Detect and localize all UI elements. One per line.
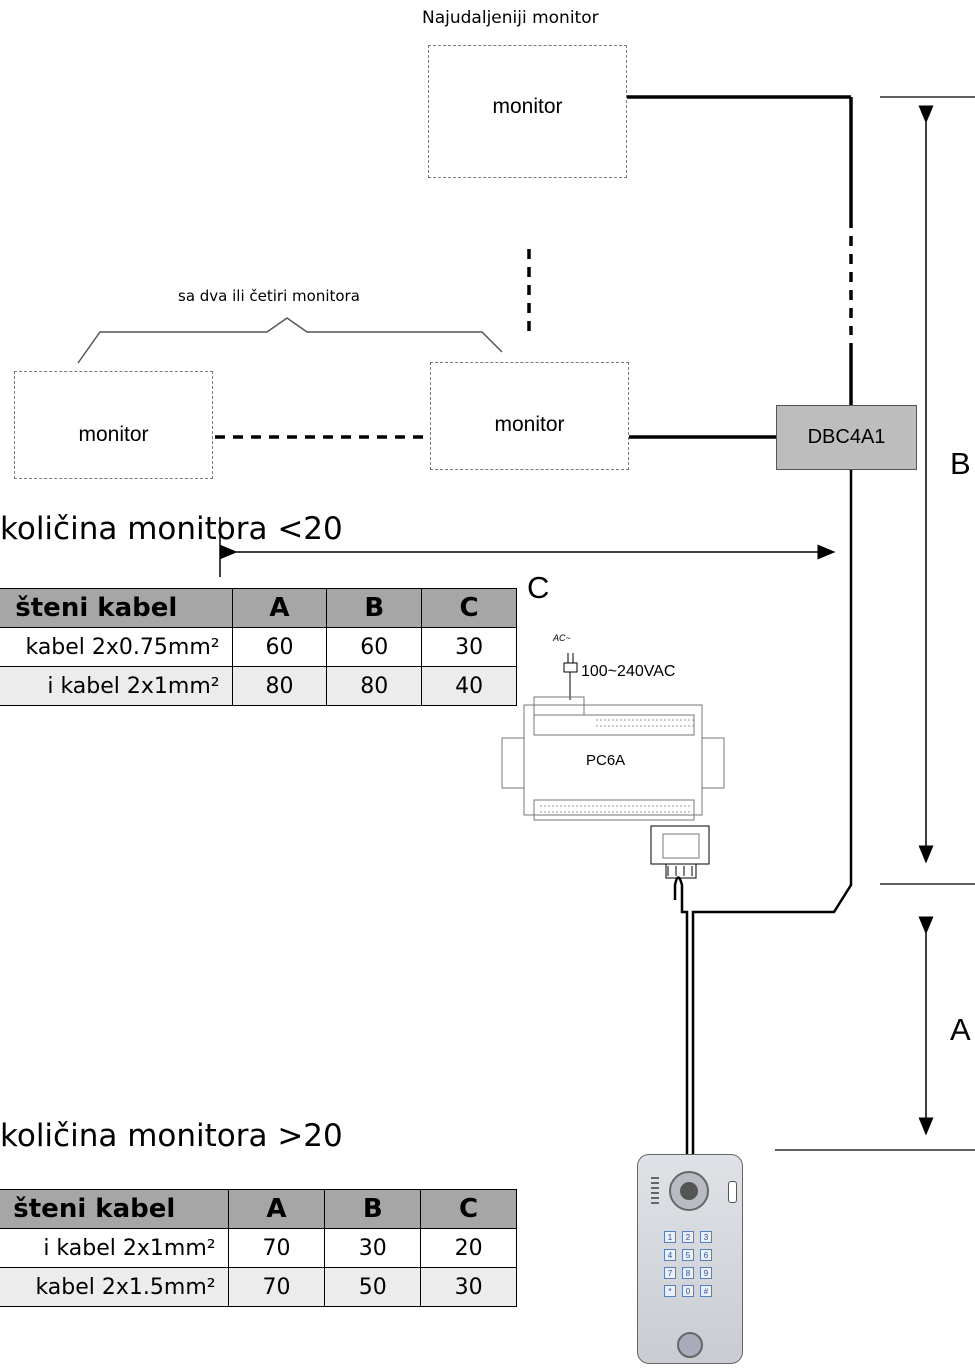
monitor-label: monitor	[78, 423, 149, 446]
header-cable: šteni kabel	[0, 1189, 229, 1229]
dbc-to-station-line	[691, 469, 853, 1158]
table-row: i kabel 2x1mm² 70 30 20	[0, 1228, 517, 1268]
cable-table-under-20: šteni kabel A B C kabel 2x0.75mm² 60 60 …	[0, 588, 517, 706]
keypad-key[interactable]: 1	[664, 1231, 676, 1243]
table-row: kabel 2x1.5mm² 70 50 30	[0, 1267, 517, 1307]
farthest-monitor-box: monitor	[428, 45, 627, 178]
dimension-a-label: A	[950, 1012, 971, 1047]
keypad-key[interactable]: 4	[664, 1249, 676, 1261]
header-b: B	[326, 588, 423, 628]
keypad-key[interactable]: 6	[700, 1249, 712, 1261]
header-c: C	[421, 588, 517, 628]
ac-label: AC~	[553, 633, 571, 643]
keypad-key[interactable]: 2	[682, 1231, 694, 1243]
cell-b: 30	[324, 1228, 422, 1268]
cell-a: 70	[227, 1267, 326, 1307]
farthest-monitor-label: Najudaljeniji monitor	[422, 8, 599, 28]
group-brace	[77, 317, 503, 364]
cell-c: 20	[420, 1228, 517, 1268]
cell-b: 80	[326, 666, 423, 706]
header-b: B	[324, 1189, 422, 1229]
table-header-row: šteni kabel A B C	[0, 1189, 517, 1229]
keypad-key[interactable]: 8	[682, 1267, 694, 1279]
cell-b: 50	[324, 1267, 422, 1307]
microphone-icon	[677, 1332, 703, 1358]
cell-b: 60	[326, 627, 423, 667]
power-input-label: 100~240VAC	[581, 663, 676, 680]
table-row: i kabel 2x1mm² 80 80 40	[0, 666, 517, 706]
keypad-key[interactable]: 0	[682, 1285, 694, 1297]
name-tag-icon	[728, 1181, 737, 1203]
cell-c: 30	[420, 1267, 517, 1307]
header-cable: šteni kabel	[0, 588, 233, 628]
table-row: kabel 2x0.75mm² 60 60 30	[0, 627, 517, 667]
keypad-key[interactable]: 7	[664, 1267, 676, 1279]
speaker-grille-icon	[651, 1177, 659, 1207]
dimension-c-label: C	[527, 570, 550, 605]
monitor-label: monitor	[494, 413, 565, 436]
table2-heading: količina monitora >20	[0, 1118, 343, 1154]
cell-a: 70	[227, 1228, 326, 1268]
keypad-key[interactable]: 5	[682, 1249, 694, 1261]
keypad-key[interactable]: 9	[700, 1267, 712, 1279]
cell-cable: i kabel 2x1mm²	[0, 1228, 229, 1268]
keypad-key[interactable]: *	[664, 1285, 676, 1297]
power-supply-label: PC6A	[586, 752, 626, 769]
cable-table-over-20: šteni kabel A B C i kabel 2x1mm² 70 30 2…	[0, 1189, 517, 1307]
table1-heading: količina monitora <20	[0, 511, 343, 547]
keypad-key[interactable]: #	[700, 1285, 712, 1297]
cell-c: 40	[421, 666, 517, 706]
keypad-key[interactable]: 3	[700, 1231, 712, 1243]
cell-a: 80	[231, 666, 328, 706]
dimension-b-label: B	[950, 446, 971, 481]
table-header-row: šteni kabel A B C	[0, 588, 517, 628]
power-supply-drawing	[501, 653, 725, 879]
cell-a: 60	[231, 627, 328, 667]
cell-c: 30	[421, 627, 517, 667]
header-a: A	[231, 588, 328, 628]
camera-icon	[669, 1171, 709, 1211]
monitor-box-right: monitor	[430, 362, 629, 470]
header-c: C	[420, 1189, 517, 1229]
cell-cable: kabel 2x0.75mm²	[0, 627, 233, 667]
header-a: A	[227, 1189, 326, 1229]
psu-wire	[673, 876, 689, 1158]
cell-cable: kabel 2x1.5mm²	[0, 1267, 229, 1307]
monitor-label: monitor	[492, 95, 563, 118]
monitor-group-label: sa dva ili četiri monitora	[178, 287, 360, 305]
monitor-box-left: monitor	[14, 371, 213, 479]
distributor-label: DBC4A1	[807, 426, 886, 448]
bus-line-farthest	[627, 95, 853, 406]
distributor-dbc4a1: DBC4A1	[776, 405, 917, 470]
cell-cable: i kabel 2x1mm²	[0, 666, 233, 706]
